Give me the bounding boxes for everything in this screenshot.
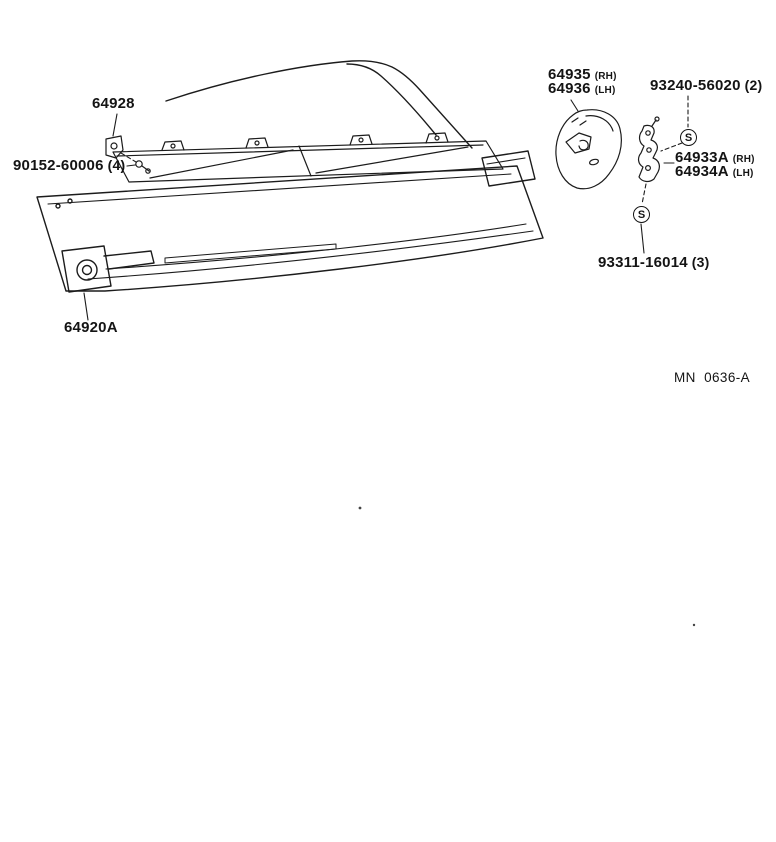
part-side: (RH) — [594, 71, 617, 82]
screw-symbol-icon: S — [633, 206, 650, 223]
part-number: 93311-16014 — [598, 254, 688, 271]
callout-64933A: 64933A (RH) — [675, 150, 755, 167]
striker-plate-part — [555, 109, 622, 190]
part-number: 64928 — [92, 95, 135, 112]
hinge-bracket-part — [637, 116, 660, 183]
part-qty: (4) — [107, 157, 126, 173]
leader-93311 — [640, 223, 645, 254]
part-number: 64933A — [675, 149, 729, 166]
part-side: (RH) — [732, 154, 755, 165]
car-body-outline — [165, 60, 473, 149]
part-number: 64920A — [64, 319, 118, 336]
hinge-tab — [349, 134, 373, 146]
part-number: 64936 — [548, 80, 591, 97]
scan-specks — [358, 506, 696, 627]
leader-lines — [83, 95, 689, 321]
package-tray-panel — [36, 165, 544, 292]
screw-symbol-icon: S — [680, 129, 697, 146]
fold-line — [298, 145, 312, 177]
part-side: (LH) — [732, 168, 754, 179]
callout-93240-56020: 93240-56020 (2) — [650, 77, 763, 94]
leader-hinge-to-screw — [641, 183, 647, 205]
part-qty: (2) — [744, 77, 763, 93]
screw-set-part — [135, 160, 151, 174]
part-number: 64934A — [675, 163, 729, 180]
leader-clip-to-screws — [120, 152, 137, 163]
callout-93311-16014: 93311-16014 (3) — [598, 254, 710, 271]
leader-64935 — [570, 99, 579, 112]
tray-slot — [164, 243, 337, 264]
part-side: (LH) — [594, 85, 616, 96]
callout-64935: 64935 (RH) — [548, 67, 617, 84]
callout-64936: 64936 (LH) — [548, 81, 616, 98]
leader-64928 — [112, 113, 118, 137]
leader-screw-to-hinge — [660, 142, 683, 152]
part-number: 93240-56020 — [650, 77, 741, 94]
drawing-code: MN 0636-A — [674, 370, 751, 385]
leader-64920A — [83, 292, 89, 321]
clip-part — [105, 135, 124, 159]
callout-64934A: 64934A (LH) — [675, 164, 754, 181]
tray-end-bracket-right — [481, 150, 536, 187]
part-qty: (3) — [691, 254, 710, 270]
callout-90152-60006: 90152-60006 (4) — [13, 157, 126, 174]
callout-64928: 64928 — [92, 96, 135, 111]
part-number: 90152-60006 — [13, 157, 104, 174]
part-number: 64935 — [548, 66, 591, 83]
folding-cover-panel — [112, 132, 504, 183]
callout-64920A: 64920A — [64, 320, 118, 335]
tray-end-bracket-left — [61, 245, 155, 293]
leader-90152 — [126, 164, 136, 167]
hinge-tab — [161, 140, 185, 151]
hinge-tab — [245, 137, 269, 149]
hinge-tab — [425, 132, 449, 144]
